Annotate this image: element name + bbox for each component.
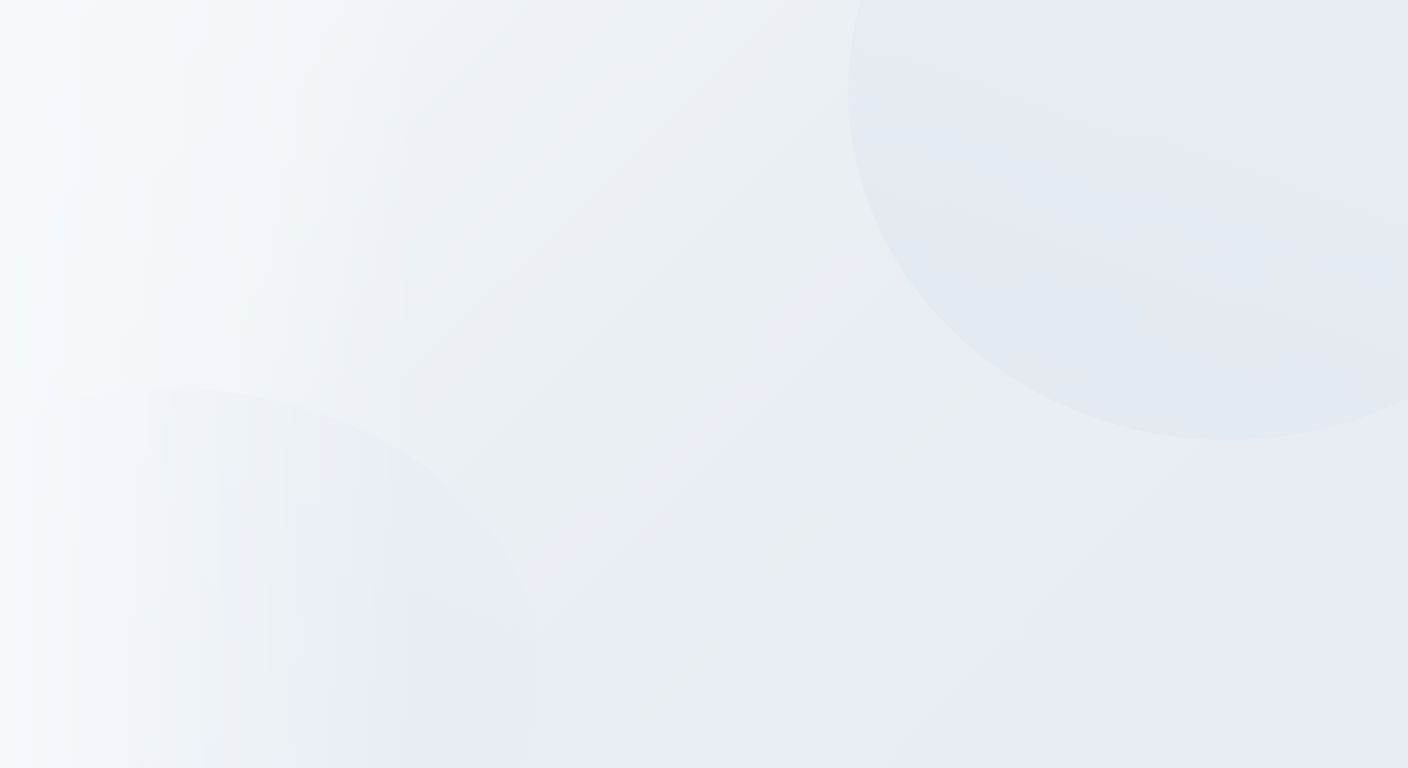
decorative-sheen-left: [0, 0, 420, 768]
